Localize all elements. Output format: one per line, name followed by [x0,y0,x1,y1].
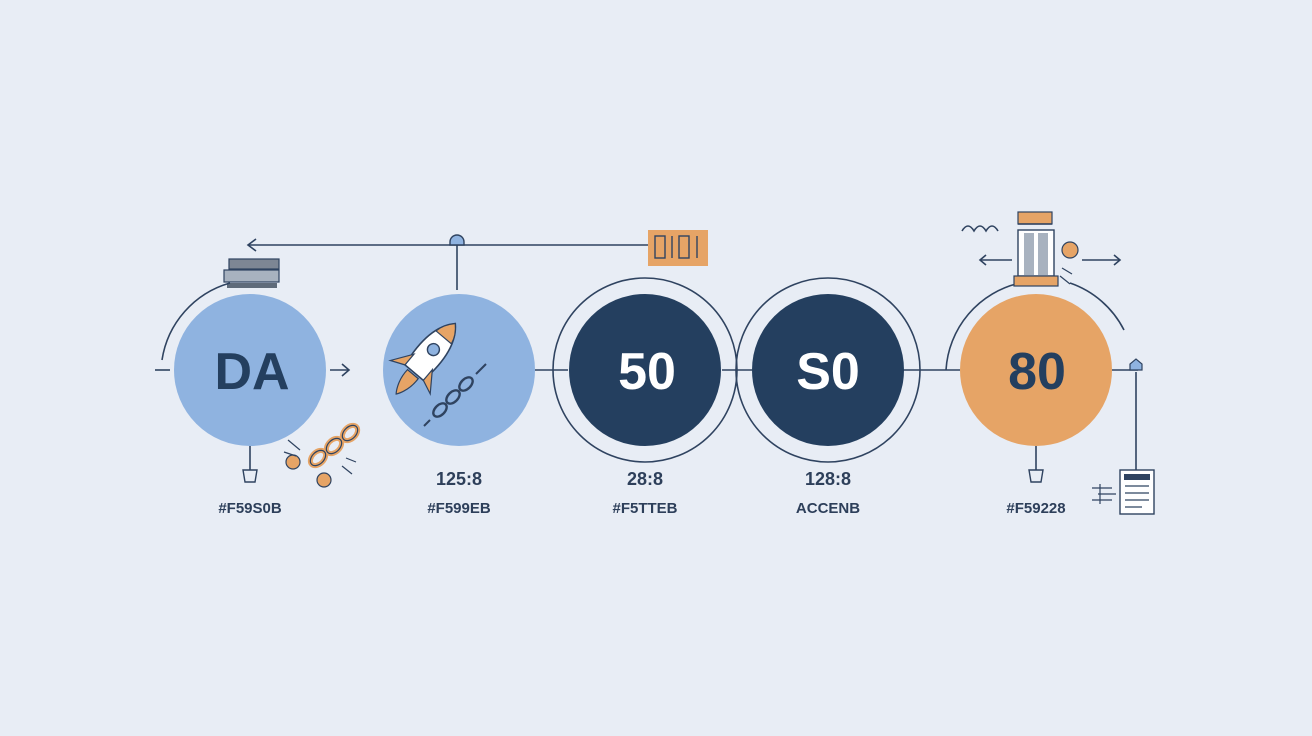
node-1-color-caption: #F59S0B [218,500,282,517]
top-dome-icon [449,234,465,246]
stacked-books-icon [223,258,280,288]
node-2-circle [383,294,535,446]
node-2-value-caption: 125:8 [436,469,482,489]
lamp-icon [961,211,1122,287]
baseline-connector [155,363,1138,377]
node-4-label: S0 [796,343,860,401]
node-5-color-caption: #F59228 [1006,500,1065,517]
node-1-pin-icon [242,446,258,483]
node-4-value-caption: 128:8 [805,469,851,489]
node-2-color-caption: #F599EB [427,500,491,517]
node-3-value-caption: 28:8 [627,469,663,489]
outer-rings [161,277,1125,463]
node-3-circle [569,294,721,446]
chain-link-icon-inner [423,363,487,427]
top-connector [246,234,650,290]
node-5-circle [960,294,1112,446]
node-3-label: 50 [618,343,676,401]
document-icon [1092,469,1155,515]
right-pin-connector [1129,358,1143,470]
node-4-color-caption: ACCENB [796,500,860,517]
tag-icon [648,230,708,266]
node-1-circle [174,294,326,446]
node-1-label: DA [214,343,289,401]
node-3-color-caption: #F5TTEB [612,500,677,517]
chain-link-icon [283,422,361,488]
node-5-pin-icon [1028,446,1044,483]
node-4-circle [752,294,904,446]
node-5-label: 80 [1008,343,1066,401]
rocket-icon [388,322,457,397]
